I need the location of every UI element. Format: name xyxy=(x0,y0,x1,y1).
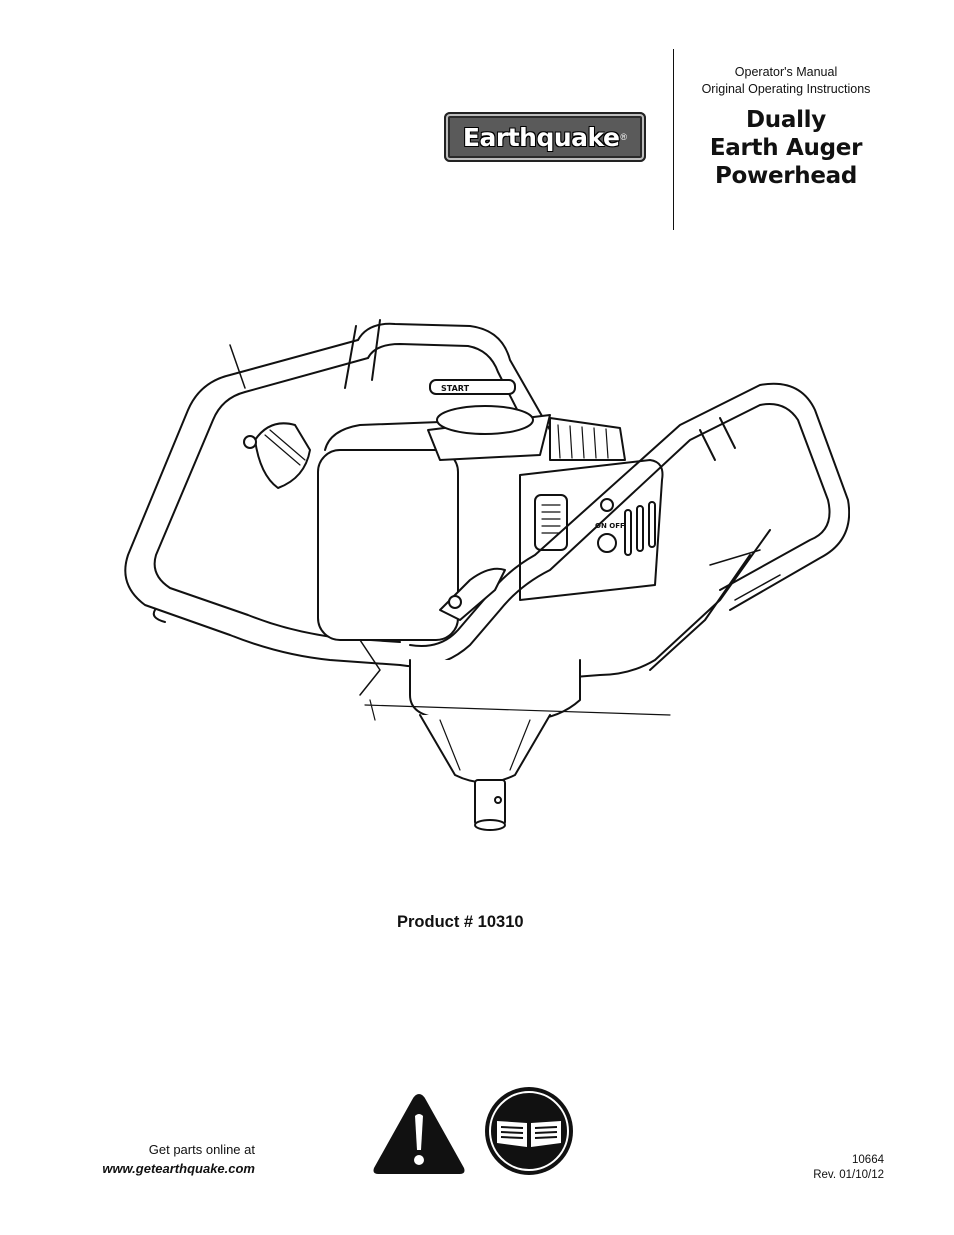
start-label: START xyxy=(441,384,470,393)
doc-subtype: Original Operating Instructions xyxy=(701,82,871,96)
logo-reg-mark: ® xyxy=(620,132,628,142)
doc-type: Operator's Manual xyxy=(734,65,838,79)
title-line-1: Dually xyxy=(746,107,826,133)
read-manual-icon xyxy=(485,1087,573,1175)
logo-text: Earthquake xyxy=(462,122,620,152)
doc-number: 10664 xyxy=(852,1154,884,1166)
warning-triangle-icon xyxy=(373,1094,465,1174)
title-line-2: Earth Auger xyxy=(709,135,863,161)
parts-url-link[interactable]: www.getearthquake.com xyxy=(102,1161,255,1176)
revision-date: Rev. 01/10/12 xyxy=(813,1169,884,1181)
header-divider xyxy=(673,49,675,230)
parts-text: Get parts online at xyxy=(148,1142,255,1157)
title-line-3: Powerhead xyxy=(714,163,858,189)
earthquake-logo: Earthquake® xyxy=(444,112,646,162)
product-number: Product # 10310 xyxy=(397,913,524,931)
switch-label: ON OFF xyxy=(595,522,625,530)
auger-powerhead-illustration: START ON OFF xyxy=(124,319,850,831)
